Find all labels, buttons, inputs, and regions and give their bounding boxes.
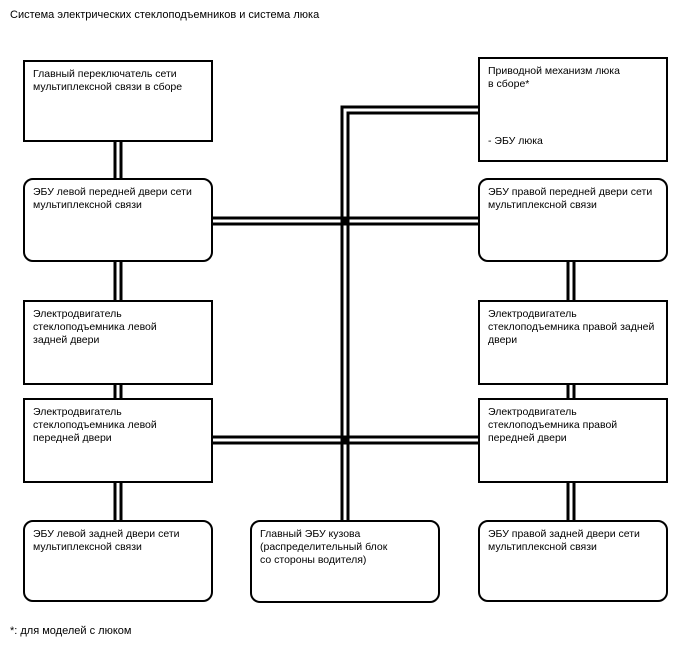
node-rear-right-window-motor: Электродвигатель стеклоподъемника правой… [478, 300, 668, 385]
page-title: Система электрических стеклоподъемников … [10, 9, 320, 21]
node-front-right-window-motor-label: Электродвигатель стеклоподъемника правой… [488, 406, 618, 444]
node-rear-left-door-ecu: ЭБУ левой задней двери сети мультиплексн… [23, 520, 213, 602]
node-main-body-ecu-label: Главный ЭБУ кузова (распределительный бл… [260, 528, 388, 566]
connector-crossing-lower [340, 435, 350, 445]
node-rear-left-window-motor: Электродвигатель стеклоподъемника левой … [23, 300, 213, 385]
node-rear-right-window-motor-label: Электродвигатель стеклоподъемника правой… [488, 308, 655, 346]
node-front-left-window-motor: Электродвигатель стеклоподъемника левой … [23, 398, 213, 483]
connector-center-branch [340, 105, 480, 524]
node-main-switch-label: Главный переключатель сети мультиплексно… [33, 68, 183, 93]
node-rear-right-door-ecu-label: ЭБУ правой задней двери сети мультиплекс… [488, 528, 640, 553]
node-rear-right-door-ecu: ЭБУ правой задней двери сети мультиплекс… [478, 520, 668, 602]
node-front-left-window-motor-label: Электродвигатель стеклоподъемника левой … [33, 406, 157, 444]
node-front-left-door-ecu-label: ЭБУ левой передней двери сети мультиплек… [33, 186, 192, 211]
node-front-right-door-ecu: ЭБУ правой передней двери сети мультипле… [478, 178, 668, 262]
connector-center-branch-core [343, 108, 480, 524]
node-front-left-door-ecu: ЭБУ левой передней двери сети мультиплек… [23, 178, 213, 262]
node-front-right-window-motor: Электродвигатель стеклоподъемника правой… [478, 398, 668, 483]
node-sunroof-ecu-label: - ЭБУ люка [488, 135, 543, 147]
connector-crossing-upper [340, 216, 350, 226]
footnote: *: для моделей с люком [10, 625, 132, 637]
node-front-right-door-ecu-label: ЭБУ правой передней двери сети мультипле… [488, 186, 653, 211]
node-main-body-ecu: Главный ЭБУ кузова (распределительный бл… [250, 520, 440, 603]
node-main-switch: Главный переключатель сети мультиплексно… [23, 60, 213, 142]
node-rear-left-window-motor-label: Электродвигатель стеклоподъемника левой … [33, 308, 157, 346]
node-rear-left-door-ecu-label: ЭБУ левой задней двери сети мультиплексн… [33, 528, 180, 553]
node-sunroof-drive-label: Приводной механизм люка в сборе* [488, 65, 620, 90]
node-sunroof-drive: Приводной механизм люка в сборе* - ЭБУ л… [478, 57, 668, 162]
